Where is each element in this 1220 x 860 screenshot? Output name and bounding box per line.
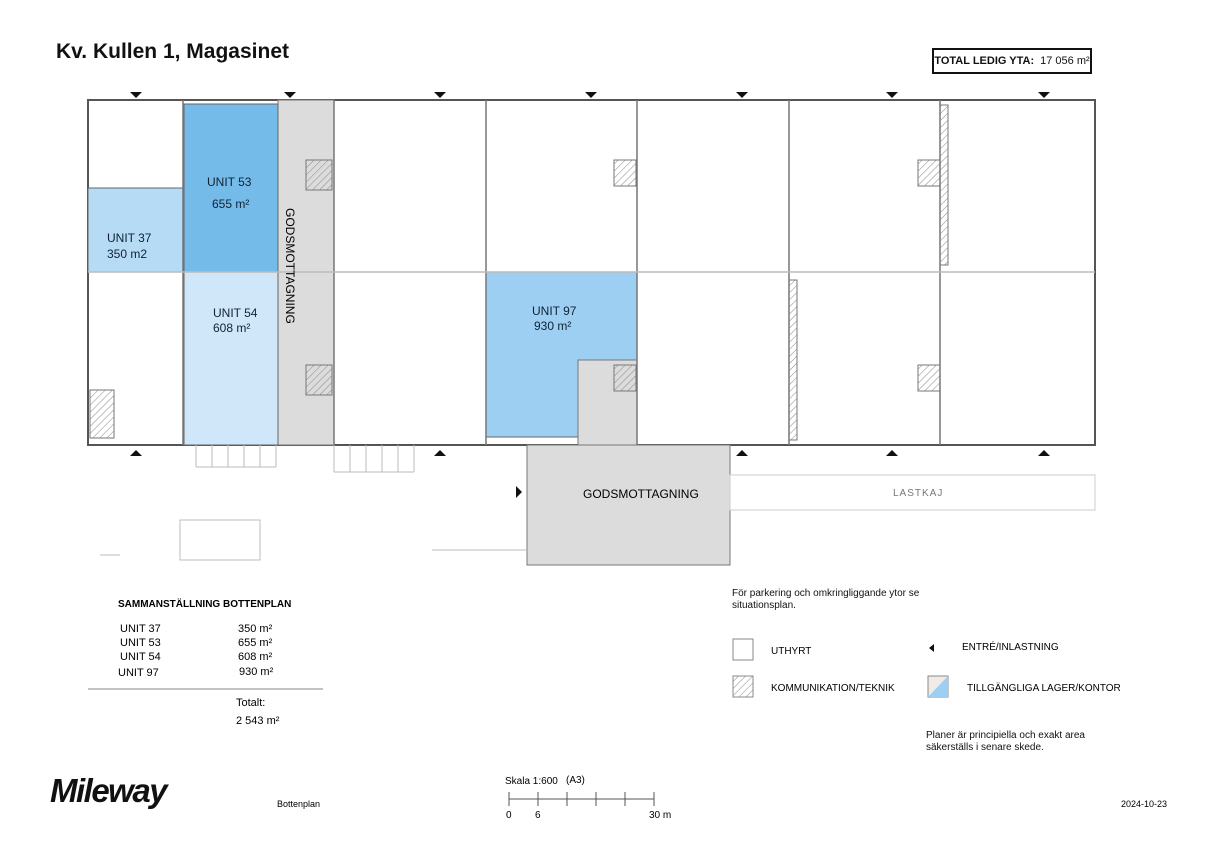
unit-54-area[interactable] xyxy=(183,271,279,446)
summary-table: UNIT 37 350 m² UNIT 53 655 m² UNIT 54 60… xyxy=(118,623,274,679)
unit-37-label: UNIT 37 xyxy=(107,231,152,245)
scale-bar xyxy=(508,792,655,806)
total-value: 17 056 m² xyxy=(1040,55,1090,67)
scale-tick: 6 xyxy=(535,810,541,821)
mileway-logo: Mileway xyxy=(50,772,168,809)
summary-unit: UNIT 97 xyxy=(118,667,159,679)
summary-area: 608 m² xyxy=(238,651,273,663)
entrance-icon xyxy=(929,644,934,652)
unit-54-label: UNIT 54 xyxy=(213,306,258,320)
summary-area: 655 m² xyxy=(238,637,273,649)
summary-unit: UNIT 53 xyxy=(120,637,161,649)
loading-bays xyxy=(100,445,527,561)
tillgangliga-swatch-fill xyxy=(928,676,948,697)
unit-54-area-label: 608 m² xyxy=(213,321,250,335)
godsmottagning-bottom xyxy=(526,444,731,566)
scale-tick: 0 xyxy=(506,810,512,821)
summary-area: 350 m² xyxy=(238,623,273,635)
summary-unit: UNIT 54 xyxy=(120,651,161,663)
legend-tillgangliga: TILLGÄNGLIGA LAGER/KONTOR xyxy=(967,682,1121,694)
unit-53-label: UNIT 53 xyxy=(207,175,252,189)
legend-entre: ENTRÉ/INLASTNING xyxy=(962,640,1059,653)
paper-size: (A3) xyxy=(566,775,585,786)
uthyrt-swatch xyxy=(732,638,754,661)
scale-tick: 30 m xyxy=(649,810,671,821)
disclaimer-note: Planer är principiella och exakt area sä… xyxy=(926,730,1085,753)
godsmottagning-bottom-label: GODSMOTTAGNING xyxy=(583,487,699,501)
lastkaj-label: LASTKAJ xyxy=(893,488,943,499)
scale-label: Skala 1:600 xyxy=(505,776,558,787)
sheet-name: Bottenplan xyxy=(277,799,320,809)
summary-total-label: Totalt: xyxy=(236,697,265,709)
unit-53-area[interactable] xyxy=(183,103,279,273)
stairwells xyxy=(89,104,949,441)
total-available-area: TOTAL LEDIG YTA: 17 056 m² xyxy=(932,48,1092,74)
unit-53-area-label: 655 m² xyxy=(212,197,249,211)
summary-unit: UNIT 37 xyxy=(120,623,161,635)
date: 2024-10-23 xyxy=(1121,799,1167,809)
godsmottagning-vertical-label: GODSMOTTAGNING xyxy=(283,208,297,324)
legend-kommunikation: KOMMUNIKATION/TEKNIK xyxy=(771,683,895,694)
parking-note: För parkering och omkringliggande ytor s… xyxy=(732,588,920,611)
walls xyxy=(88,100,1095,445)
unit-97-label: UNIT 97 xyxy=(532,304,577,318)
summary-total-value: 2 543 m² xyxy=(236,715,280,727)
unit-97-area-label: 930 m² xyxy=(534,319,571,333)
unit-37-area-label: 350 m2 xyxy=(107,247,147,261)
legend-uthyrt: UTHYRT xyxy=(771,646,811,657)
summary-area: 930 m² xyxy=(239,666,274,678)
summary-title: SAMMANSTÄLLNING BOTTENPLAN xyxy=(118,597,291,610)
lastkaj-area xyxy=(729,474,1096,511)
total-label: TOTAL LEDIG YTA: xyxy=(934,55,1035,67)
entrance-markers xyxy=(130,92,1050,498)
page-title: Kv. Kullen 1, Magasinet xyxy=(56,40,289,63)
kommunikation-swatch xyxy=(732,675,754,698)
